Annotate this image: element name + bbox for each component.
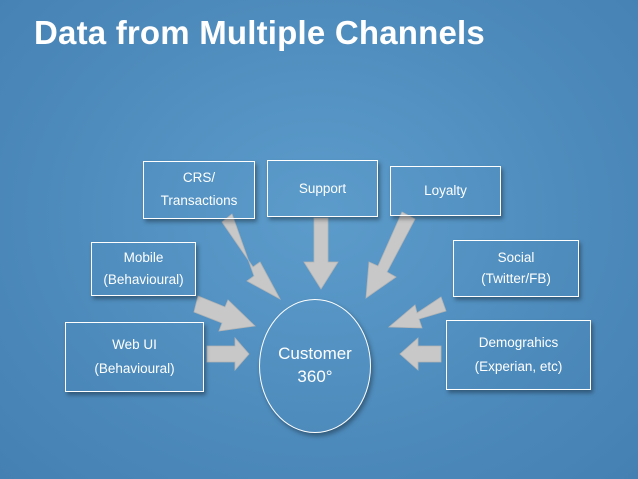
customer-360-hub: Customer 360° <box>259 299 371 433</box>
channel-web-ui-line2: (Behavioural) <box>94 361 175 376</box>
channel-social-line2: (Twitter/FB) <box>481 270 551 286</box>
channel-demographics-line2: (Experian, etc) <box>474 359 563 374</box>
channel-mobile-line2: (Behavioural) <box>103 272 184 287</box>
channel-social-line1: Social <box>497 249 535 265</box>
arrow-demographics <box>399 337 442 371</box>
arrow-web-ui <box>206 336 250 372</box>
channel-support-line1: Support <box>298 180 347 196</box>
channel-loyalty: Loyalty <box>390 166 501 216</box>
arrow-social <box>387 296 447 329</box>
channel-crs: CRS/ Transactions <box>143 161 255 219</box>
arrow-loyalty <box>365 211 416 299</box>
channel-web-ui-line1: Web UI <box>112 337 157 353</box>
hub-line1: Customer <box>278 344 352 364</box>
arrow-crs <box>221 213 281 300</box>
arrow-mobile <box>193 295 256 332</box>
channel-crs-line1: CRS/ <box>182 170 216 186</box>
channel-demographics-line1: Demograhics <box>478 335 559 351</box>
channel-social: Social (Twitter/FB) <box>453 240 579 297</box>
channel-mobile-line1: Mobile <box>123 250 164 266</box>
channel-web-ui: Web UI (Behavioural) <box>65 322 204 392</box>
channel-demographics: Demograhics (Experian, etc) <box>446 320 591 390</box>
hub-line2: 360° <box>297 367 333 386</box>
slide-title: Data from Multiple Channels <box>34 14 485 51</box>
channel-crs-line2: Transactions <box>160 193 238 208</box>
channel-support: Support <box>267 160 378 217</box>
arrow-support <box>303 217 339 290</box>
channel-mobile: Mobile (Behavioural) <box>91 242 196 296</box>
channel-loyalty-line1: Loyalty <box>424 183 467 199</box>
